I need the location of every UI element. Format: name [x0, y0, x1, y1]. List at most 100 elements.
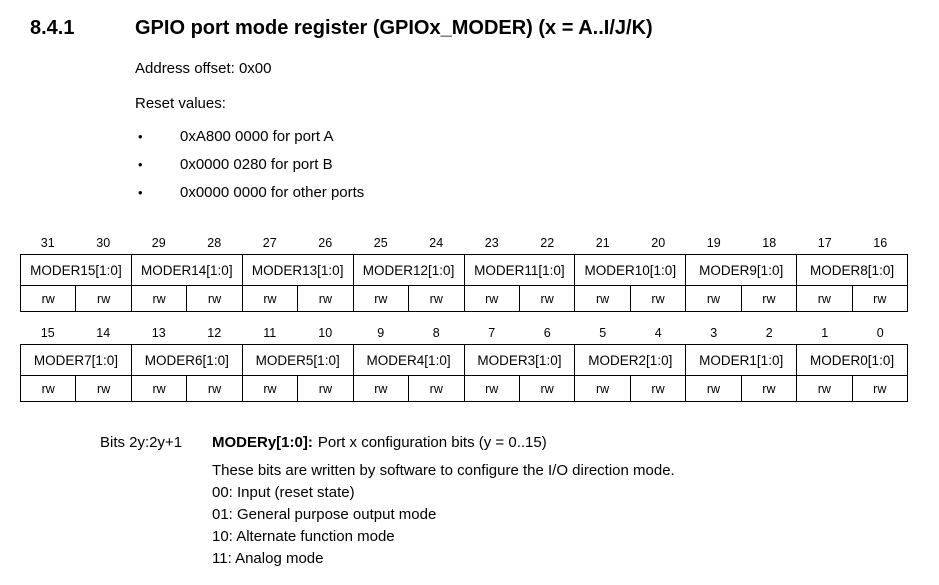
bitfield-label: MODER11[1:0] — [463, 254, 576, 286]
access-label: rw — [685, 285, 742, 312]
access-label: rw — [19, 285, 77, 312]
bit-number: 0 — [876, 326, 884, 340]
bit-number: 31 — [40, 236, 55, 250]
access-label: rw — [463, 375, 520, 402]
mode-option: 01: General purpose output mode — [212, 506, 437, 523]
access-label: rw — [740, 285, 798, 312]
table-row: rw rw rw rw rw rw rw rw rw rw rw rw rw r… — [19, 285, 909, 312]
access-label: rw — [352, 285, 410, 312]
bit-number-row-high: 31 30 29 28 27 26 25 24 23 22 21 20 19 1… — [20, 232, 908, 254]
bit-number: 16 — [873, 236, 888, 250]
bit-number: 27 — [262, 236, 277, 250]
access-label: rw — [19, 375, 77, 402]
field-description-header: Bits 2y:2y+1 MODERy[1:0]: Port x configu… — [100, 434, 920, 458]
access-label: rw — [75, 285, 132, 312]
bit-number: 25 — [373, 236, 388, 250]
bit-number: 18 — [762, 236, 777, 250]
bit-number: 5 — [599, 326, 607, 340]
section-heading: 8.4.1 GPIO port mode register (GPIOx_MOD… — [30, 17, 920, 40]
bit-number: 17 — [817, 236, 832, 250]
reset-values-label: Reset values: — [135, 95, 226, 112]
bit-number: 24 — [429, 236, 444, 250]
bitfield-label: MODER2[1:0] — [574, 344, 687, 376]
address-offset-line: Address offset: 0x00 — [135, 60, 272, 77]
table-row: MODER7[1:0] MODER6[1:0] MODER5[1:0] MODE… — [20, 344, 908, 376]
bitfield-label: MODER1[1:0] — [685, 344, 798, 376]
field-detail-label: These bits are written by software to co… — [212, 462, 675, 479]
bit-number: 14 — [96, 326, 111, 340]
access-label: rw — [796, 375, 853, 402]
table-row: rw rw rw rw rw rw rw rw rw rw rw rw rw r… — [19, 375, 909, 402]
bullet-icon: • — [138, 157, 143, 172]
bit-number: 12 — [207, 326, 222, 340]
mode-option: 11: Analog mode — [212, 550, 324, 567]
bitfield-label: MODER6[1:0] — [130, 344, 243, 376]
list-item-label: 0x0000 0280 for port B — [180, 156, 333, 173]
access-label: rw — [241, 375, 299, 402]
access-label: rw — [297, 375, 354, 402]
bit-number: 7 — [488, 326, 496, 340]
page-title: GPIO port mode register (GPIOx_MODER) (x… — [135, 17, 653, 39]
bit-number: 8 — [432, 326, 440, 340]
list-item: • 0x0000 0000 for other ports — [135, 179, 364, 207]
access-label: rw — [130, 375, 188, 402]
bitfield-label: MODER3[1:0] — [463, 344, 576, 376]
field-summary-label: Port x configuration bits (y = 0..15) — [317, 434, 547, 451]
bits-range-label: Bits 2y:2y+1 — [100, 434, 183, 451]
bitfield-table: MODER15[1:0] MODER14[1:0] MODER13[1:0] M… — [19, 254, 909, 312]
access-label: rw — [130, 285, 188, 312]
access-label: rw — [629, 375, 687, 402]
bit-number: 1 — [821, 326, 829, 340]
access-label: rw — [352, 375, 410, 402]
bitfield-label: MODER10[1:0] — [574, 254, 687, 286]
access-label: rw — [408, 375, 465, 402]
bitfield-label: MODER0[1:0] — [796, 344, 908, 376]
field-description: Bits 2y:2y+1 MODERy[1:0]: Port x configu… — [100, 434, 920, 570]
bit-number: 3 — [710, 326, 718, 340]
access-label: rw — [851, 375, 909, 402]
list-item: • 0xA800 0000 for port A — [135, 123, 364, 151]
list-item-label: 0x0000 0000 for other ports — [180, 184, 365, 201]
bit-number: 22 — [540, 236, 555, 250]
bit-number: 20 — [651, 236, 666, 250]
access-label: rw — [574, 375, 631, 402]
list-item: • 0x0000 0280 for port B — [135, 151, 364, 179]
reset-values-list: • 0xA800 0000 for port A • 0x0000 0280 f… — [135, 123, 364, 207]
access-label: rw — [851, 285, 909, 312]
bit-number: 10 — [318, 326, 333, 340]
bitfield-label: MODER7[1:0] — [20, 344, 132, 376]
access-label: rw — [297, 285, 354, 312]
bit-number: 21 — [595, 236, 610, 250]
access-label: rw — [75, 375, 132, 402]
access-label: rw — [518, 285, 576, 312]
bullet-icon: • — [138, 129, 143, 144]
field-name-label: MODERy[1:0]: — [212, 434, 313, 451]
bit-number: 6 — [543, 326, 551, 340]
access-label: rw — [518, 375, 576, 402]
bit-number: 30 — [96, 236, 111, 250]
bitfield-label: MODER9[1:0] — [685, 254, 798, 286]
bitfield-label: MODER12[1:0] — [352, 254, 465, 286]
bitfield-label: MODER5[1:0] — [241, 344, 354, 376]
bitfield-label: MODER13[1:0] — [241, 254, 354, 286]
access-label: rw — [463, 285, 520, 312]
bit-number: 26 — [318, 236, 333, 250]
bit-number: 4 — [654, 326, 662, 340]
bitfield-label: MODER8[1:0] — [796, 254, 908, 286]
register-table-low: 15 14 13 12 11 10 9 8 7 6 5 4 3 2 1 0 MO… — [19, 322, 909, 402]
bit-number: 2 — [765, 326, 773, 340]
access-label: rw — [629, 285, 687, 312]
bit-number: 11 — [263, 326, 277, 340]
access-label: rw — [241, 285, 299, 312]
table-row: MODER15[1:0] MODER14[1:0] MODER13[1:0] M… — [20, 254, 908, 286]
access-label: rw — [574, 285, 631, 312]
bitfield-label: MODER4[1:0] — [352, 344, 465, 376]
access-label: rw — [685, 375, 742, 402]
bitfield-label: MODER15[1:0] — [20, 254, 132, 286]
bit-number: 9 — [377, 326, 385, 340]
bitfield-label: MODER14[1:0] — [130, 254, 243, 286]
field-description-body: These bits are written by software to co… — [212, 460, 920, 570]
access-label: rw — [408, 285, 465, 312]
mode-option: 00: Input (reset state) — [212, 484, 355, 501]
bit-number: 29 — [151, 236, 166, 250]
